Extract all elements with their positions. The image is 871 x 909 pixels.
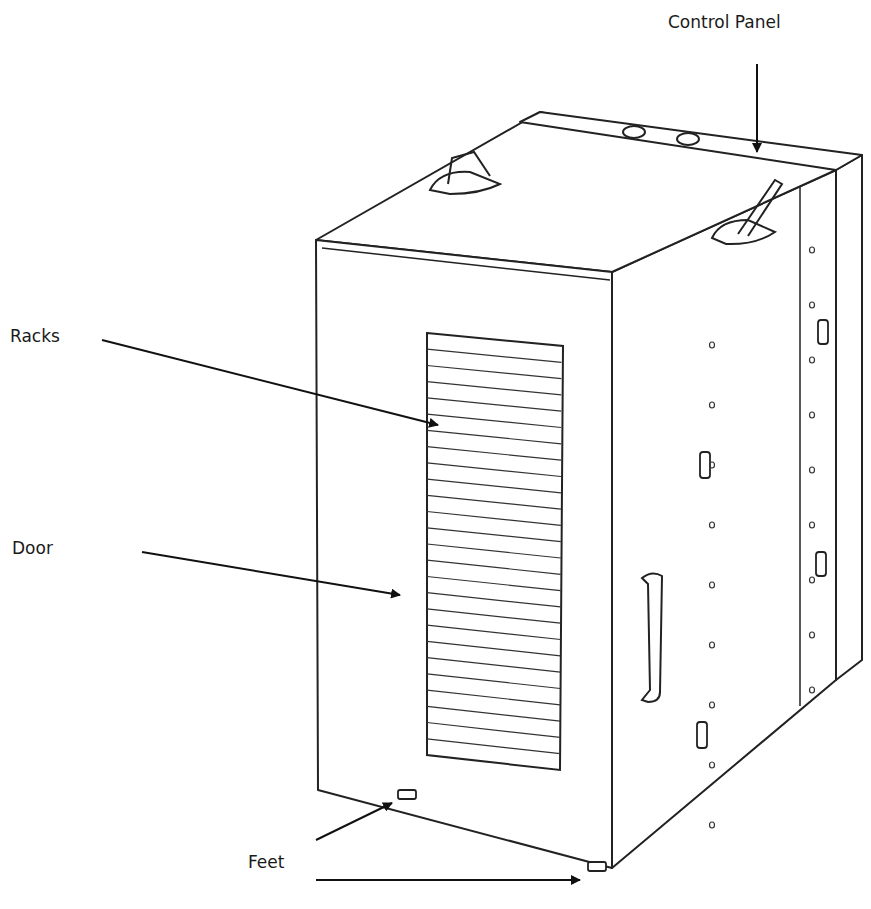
rack-slat [427,495,561,509]
side-latch [697,722,707,748]
rack-slat [427,609,561,623]
rack-slat [427,658,560,673]
side-hole [710,342,715,348]
side-hole [810,577,815,583]
side-latch [816,552,826,576]
side-hole [710,642,715,648]
side-face [612,170,836,868]
foot [588,862,606,871]
side-hole [810,632,815,638]
side-hole [810,522,815,528]
side-hole [810,302,815,308]
top-handle [738,180,782,236]
side-latch [700,452,710,478]
rack-slat [427,674,560,689]
door-handle [642,573,662,702]
rack-slat [427,463,561,477]
front-face [316,240,612,868]
side-hole [710,462,715,468]
side-hole [710,582,715,588]
side-hole [810,687,815,693]
back-panel [836,155,862,680]
control-panel-strip [520,112,862,170]
top-handle [448,152,490,184]
rack-slat [427,447,561,461]
rack-slat [427,625,560,639]
door-window [427,333,563,770]
side-hole [710,522,715,528]
rack-slat [427,593,561,607]
part-label: Feet [248,852,284,872]
rack-slat [427,706,560,721]
foot [398,790,416,799]
leader-line [316,803,392,840]
rack-slat [427,398,561,411]
leader-line [142,552,400,595]
control-knob [677,133,699,145]
side-hole [810,467,815,473]
side-hole [810,357,815,363]
leader-line [102,340,438,425]
side-hole [710,762,715,768]
side-hole [810,412,815,418]
rack-slat [427,349,561,362]
side-holes [710,247,815,828]
rack-slat [427,739,560,754]
part-label: Control Panel [668,12,781,32]
rack-slat [427,690,560,705]
rack-slat [427,544,561,558]
top-handle-plate [712,220,775,244]
side-hole [810,247,815,253]
leader-line [756,64,758,152]
rack-slat [427,577,561,591]
rack-slat [427,430,561,443]
rack-slat [427,479,561,493]
rack-slat [427,641,560,655]
side-seam [799,186,801,706]
part-label: Racks [10,326,60,346]
side-hole [710,822,715,828]
side-latch [818,320,828,344]
rack-slat [427,382,561,395]
control-knob [623,126,645,138]
rack-slat [427,528,561,542]
side-hole [710,702,715,708]
leader-line [316,879,580,881]
rack-slat [427,560,561,574]
rack-slat [427,723,560,738]
side-hole [710,402,715,408]
part-label: Door [12,538,53,558]
rack-slat [427,366,561,379]
rack-slat [427,512,561,526]
rack-slats [427,349,561,754]
rack-slat [427,414,561,427]
front-edge-line [322,248,610,280]
